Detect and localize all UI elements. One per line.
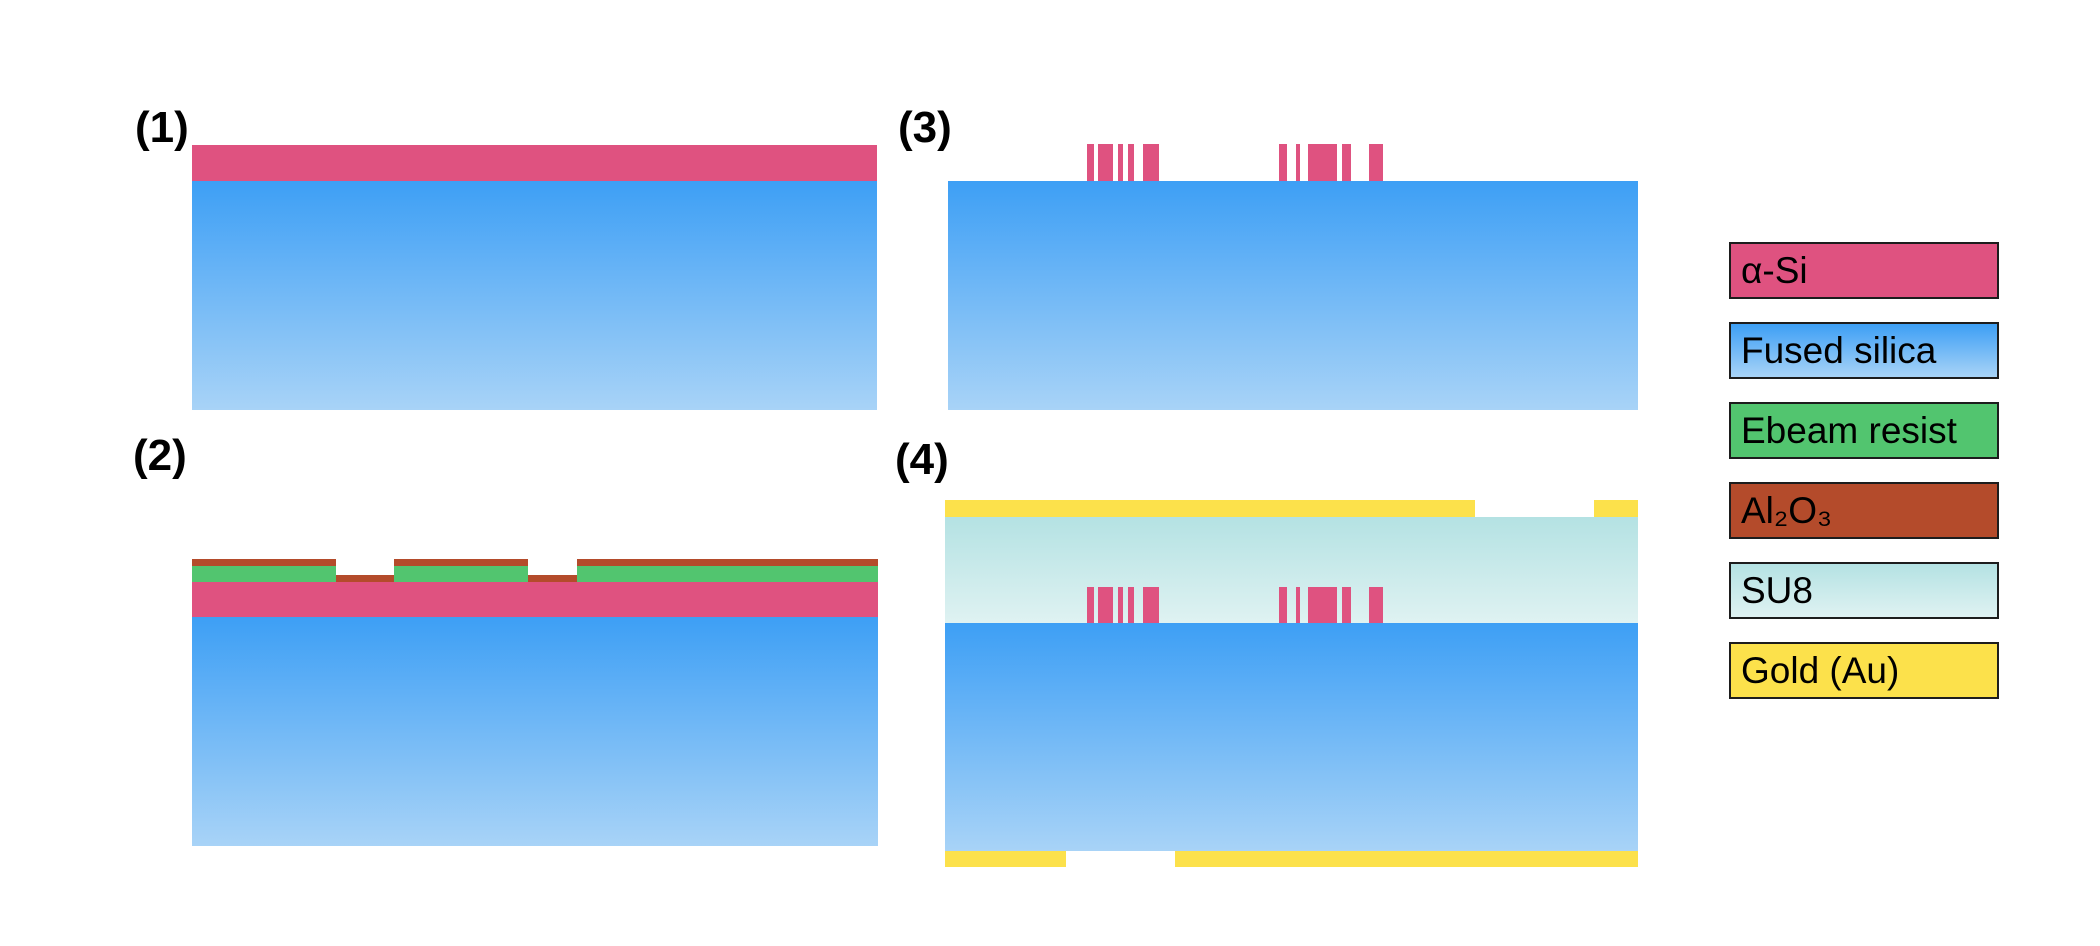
panel2-al2o3-cap-segment — [394, 559, 528, 566]
panel4-substrate — [945, 623, 1638, 851]
asi-grating-stripe — [1087, 587, 1094, 623]
asi-grating-stripe — [1098, 144, 1113, 181]
step-1-label: (1) — [135, 103, 189, 152]
legend-item-su8: SU8 — [1729, 562, 1999, 619]
panel2-resist-segment — [192, 566, 336, 582]
legend-label-al2o3: Al₂O₃ — [1741, 489, 1833, 531]
panel2-resist-segment — [394, 566, 528, 582]
legend-label-ebeam-resist: Ebeam resist — [1741, 409, 1957, 451]
legend-item-ebeam-resist: Ebeam resist — [1729, 402, 1999, 459]
asi-grating-stripe — [1128, 144, 1134, 181]
panel2-resist-segment — [577, 566, 878, 582]
panel3-substrate — [948, 181, 1638, 410]
asi-grating-stripe — [1143, 587, 1159, 623]
asi-grating-stripe — [1279, 587, 1287, 623]
asi-grating-stripe — [1296, 144, 1300, 181]
panel2-al2o3-trench-fill — [528, 575, 577, 582]
legend-item-asi: α-Si — [1729, 242, 1999, 299]
panel4-gold-bottom-segment — [1175, 851, 1638, 867]
asi-grating-stripe — [1128, 587, 1134, 623]
panel4-gold-bottom-segment — [945, 851, 1066, 867]
asi-grating-stripe — [1308, 587, 1337, 623]
asi-grating-stripe — [1118, 144, 1123, 181]
panel2-al2o3-trench-fill — [336, 575, 394, 582]
legend-item-gold: Gold (Au) — [1729, 642, 1999, 699]
asi-grating-stripe — [1279, 144, 1287, 181]
asi-grating-stripe — [1308, 144, 1337, 181]
legend-label-su8: SU8 — [1741, 569, 1813, 611]
panel4-su8-layer — [945, 517, 1638, 623]
legend-label-asi: α-Si — [1741, 249, 1808, 291]
step-3-label: (3) — [898, 103, 952, 152]
step-4-label: (4) — [895, 435, 949, 484]
asi-grating-stripe — [1296, 587, 1300, 623]
panel2-substrate — [192, 617, 878, 846]
legend-label-fused-silica: Fused silica — [1741, 329, 1937, 371]
panel2-asi-layer — [192, 582, 878, 617]
legend-item-fused-silica: Fused silica — [1729, 322, 1999, 379]
asi-grating-stripe — [1087, 144, 1094, 181]
panel3-asi-grating — [0, 144, 2100, 181]
panel2-al2o3-cap-segment — [577, 559, 878, 566]
asi-grating-stripe — [1342, 587, 1351, 623]
panel4-gold-top-segment — [1594, 500, 1638, 517]
asi-grating-stripe — [1342, 144, 1351, 181]
panel2-al2o3-cap-segment — [192, 559, 336, 566]
asi-grating-stripe — [1118, 587, 1123, 623]
asi-grating-stripe — [1369, 587, 1383, 623]
panel4-asi-grating — [0, 587, 2100, 623]
asi-grating-stripe — [1369, 144, 1383, 181]
panel1-asi-layer — [192, 145, 877, 181]
legend-label-gold: Gold (Au) — [1741, 649, 1900, 691]
panel4-gold-top-segment — [945, 500, 1475, 517]
panel1-substrate — [192, 181, 877, 410]
asi-grating-stripe — [1098, 587, 1113, 623]
asi-grating-stripe — [1143, 144, 1159, 181]
legend-item-al2o3: Al₂O₃ — [1729, 482, 1999, 539]
step-2-label: (2) — [133, 431, 187, 480]
